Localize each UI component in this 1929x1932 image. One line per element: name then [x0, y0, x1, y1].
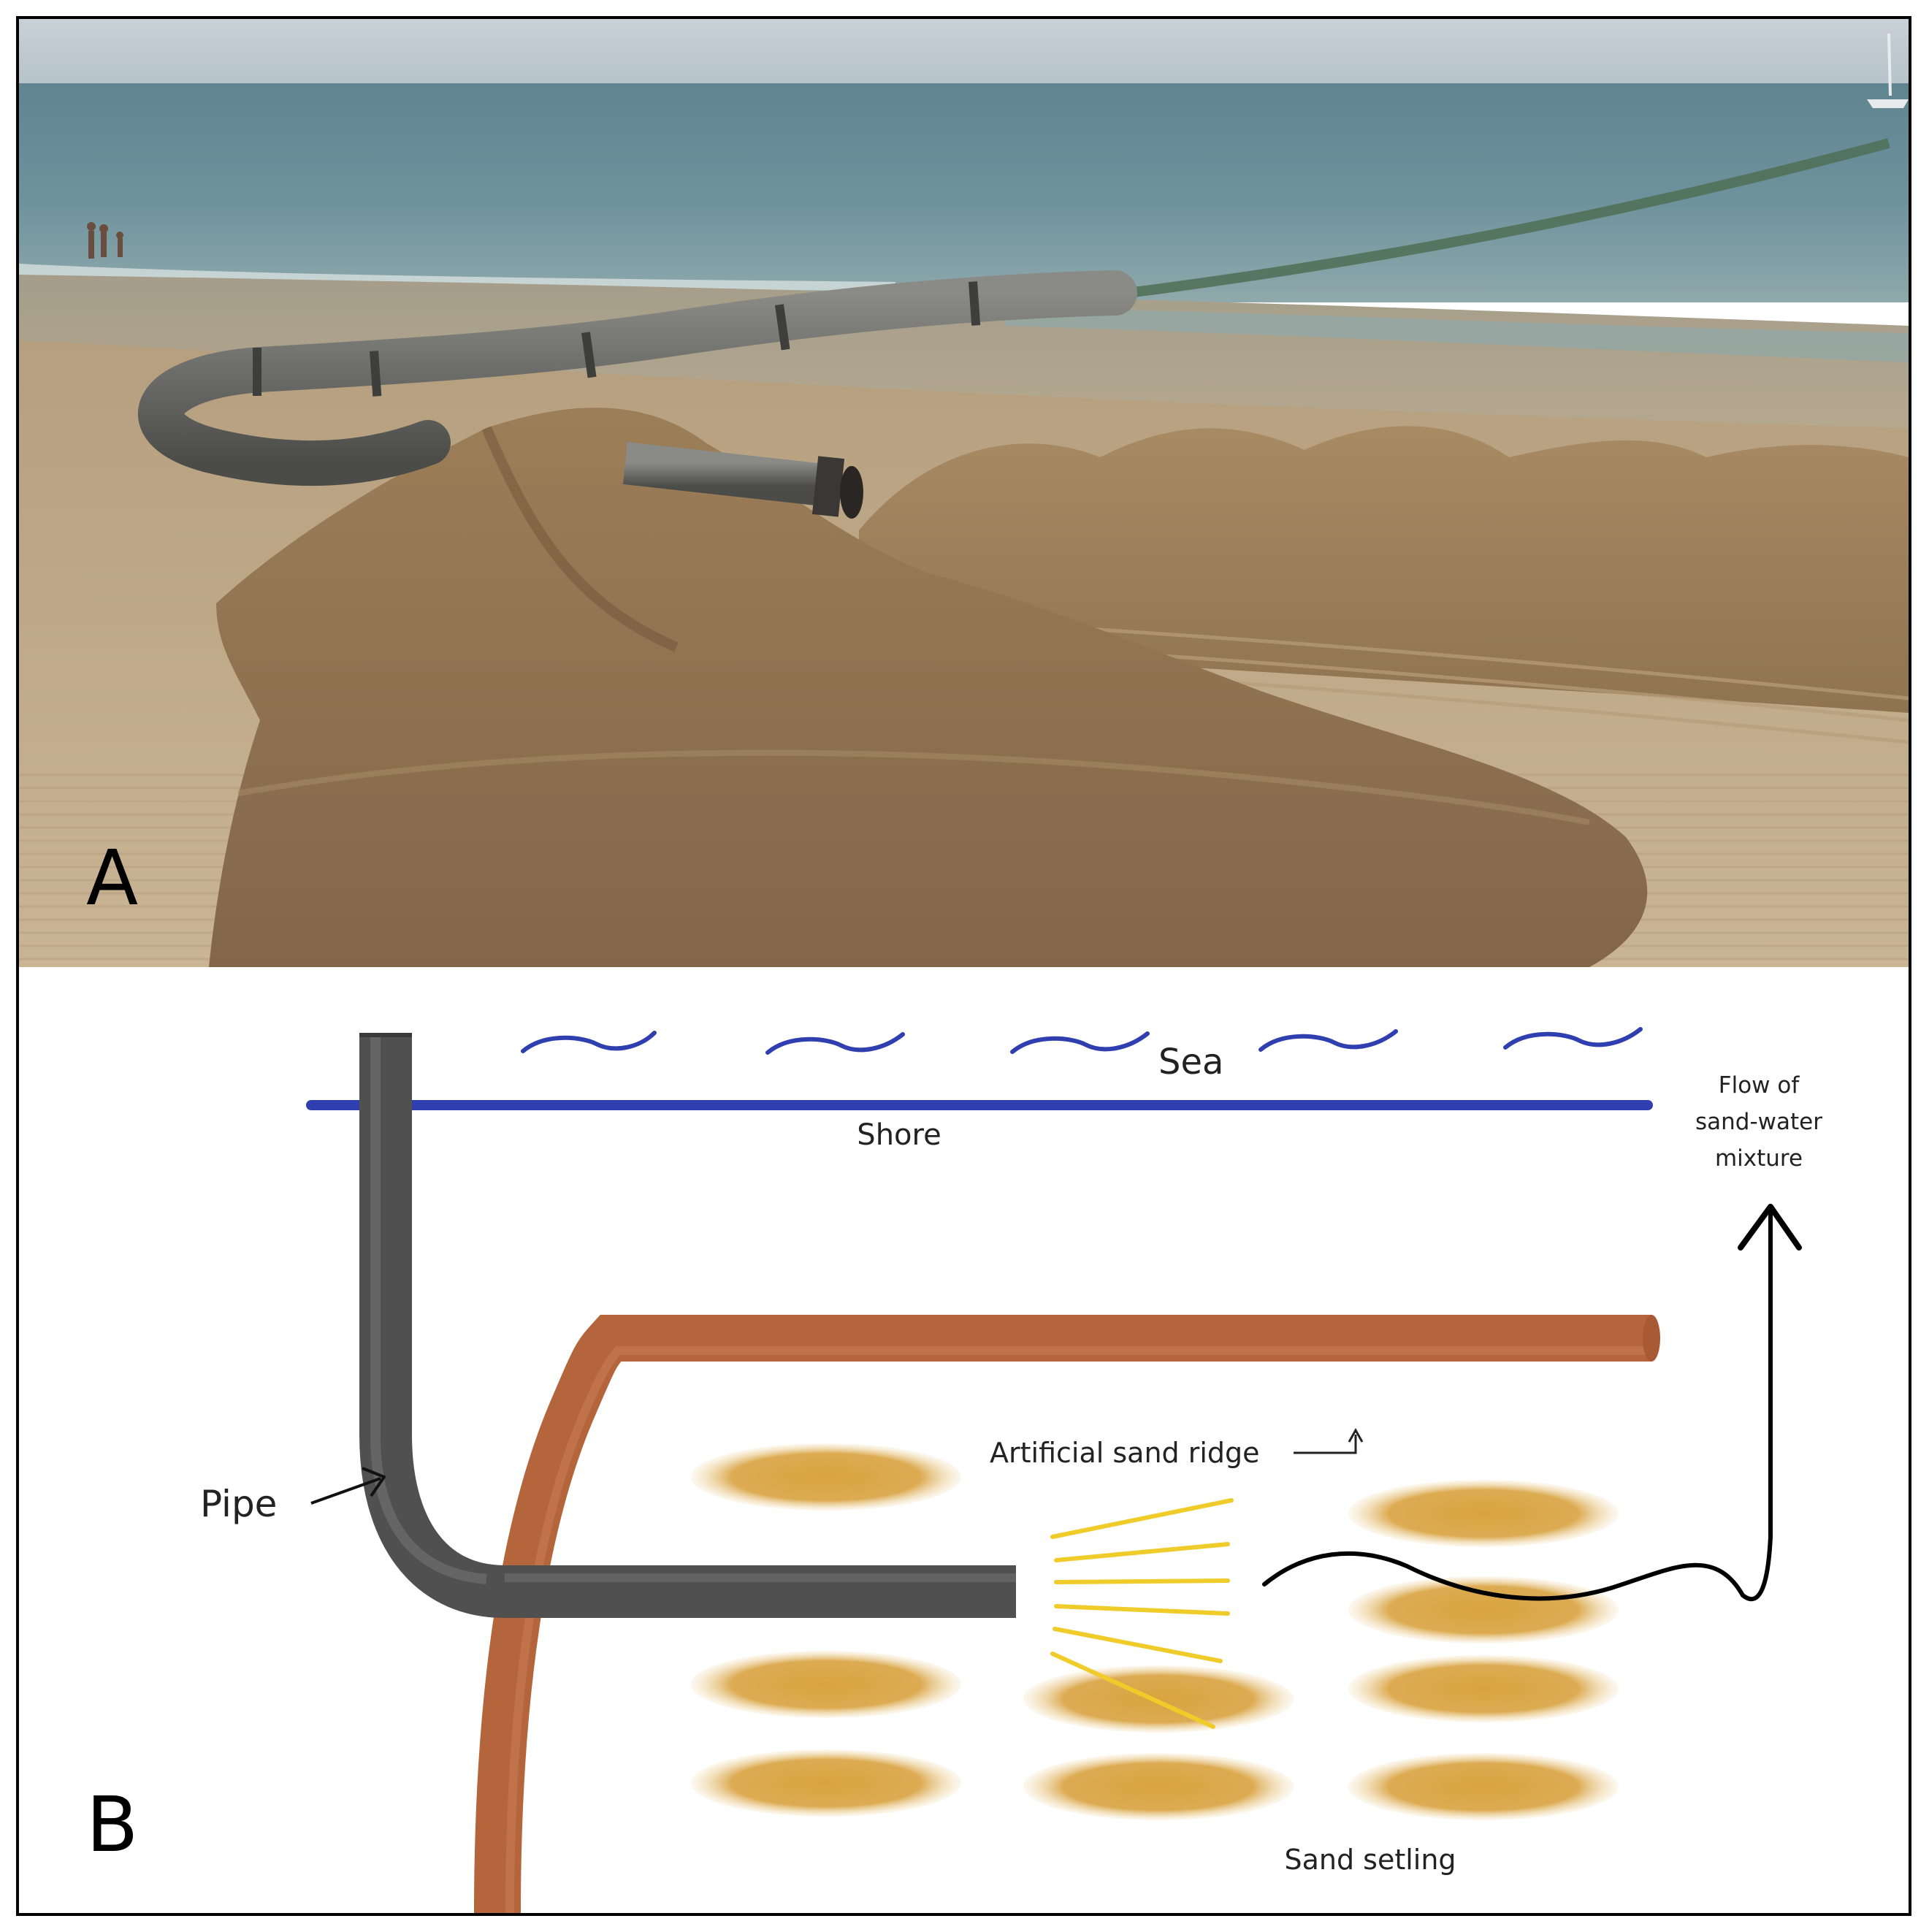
sand-settling-label: Sand setling [1284, 1844, 1456, 1876]
sand-deposit [691, 1651, 961, 1718]
sand-deposit [1023, 1753, 1294, 1820]
pipe-pointer-arrow-icon [362, 1467, 386, 1497]
sand-deposit [1348, 1480, 1619, 1547]
flow-label: Flow of sand-water mixture [1695, 1072, 1822, 1172]
sand-deposit [691, 1443, 961, 1511]
sand-ridge-pipe [474, 1315, 1651, 1913]
wave-1 [521, 1031, 657, 1053]
sand-deposit [1348, 1753, 1619, 1820]
panel-b-diagram: Sea Shore Flow of sand-water mixture [19, 967, 1909, 1913]
panel-a-photo: A [19, 19, 1909, 967]
flow-arrow [1262, 1206, 1773, 1602]
ridge-pointer-arrow-icon [1348, 1427, 1364, 1443]
sand-deposit [1348, 1655, 1619, 1722]
panel-b-letter: B [86, 1780, 138, 1869]
panel-a-letter: A [86, 833, 138, 923]
wave-2 [765, 1032, 905, 1055]
wave-4 [1258, 1029, 1398, 1052]
ridge-label: Artificial sand ridge [990, 1437, 1260, 1469]
sand-deposit [1023, 1665, 1294, 1733]
wave-5 [1503, 1027, 1643, 1050]
sand-deposits [691, 1443, 1619, 1820]
pipe-label: Pipe [200, 1483, 277, 1525]
flow-label-line3: mixture [1715, 1145, 1803, 1172]
flow-label-line1: Flow of [1719, 1072, 1800, 1099]
figure: A [16, 16, 1911, 1916]
sand-spray [1050, 1498, 1234, 1729]
sand-nourishment-schematic: Sea Shore Flow of sand-water mixture [86, 1027, 1822, 1913]
sea-waves [521, 1027, 1643, 1055]
sand-deposit [691, 1749, 961, 1817]
wave-3 [1010, 1031, 1150, 1054]
flow-arrowhead-icon [1738, 1204, 1802, 1251]
flow-label-line2: sand-water [1695, 1109, 1822, 1135]
beach-photo: A [19, 19, 1909, 967]
discharge-pipe [359, 1033, 1016, 1618]
ridge-pointer-line [1294, 1435, 1357, 1454]
sand-deposit [1348, 1576, 1619, 1643]
shore-label: Shore [857, 1118, 941, 1152]
pipe-pointer-line [310, 1477, 381, 1505]
sea-label: Sea [1158, 1042, 1223, 1083]
